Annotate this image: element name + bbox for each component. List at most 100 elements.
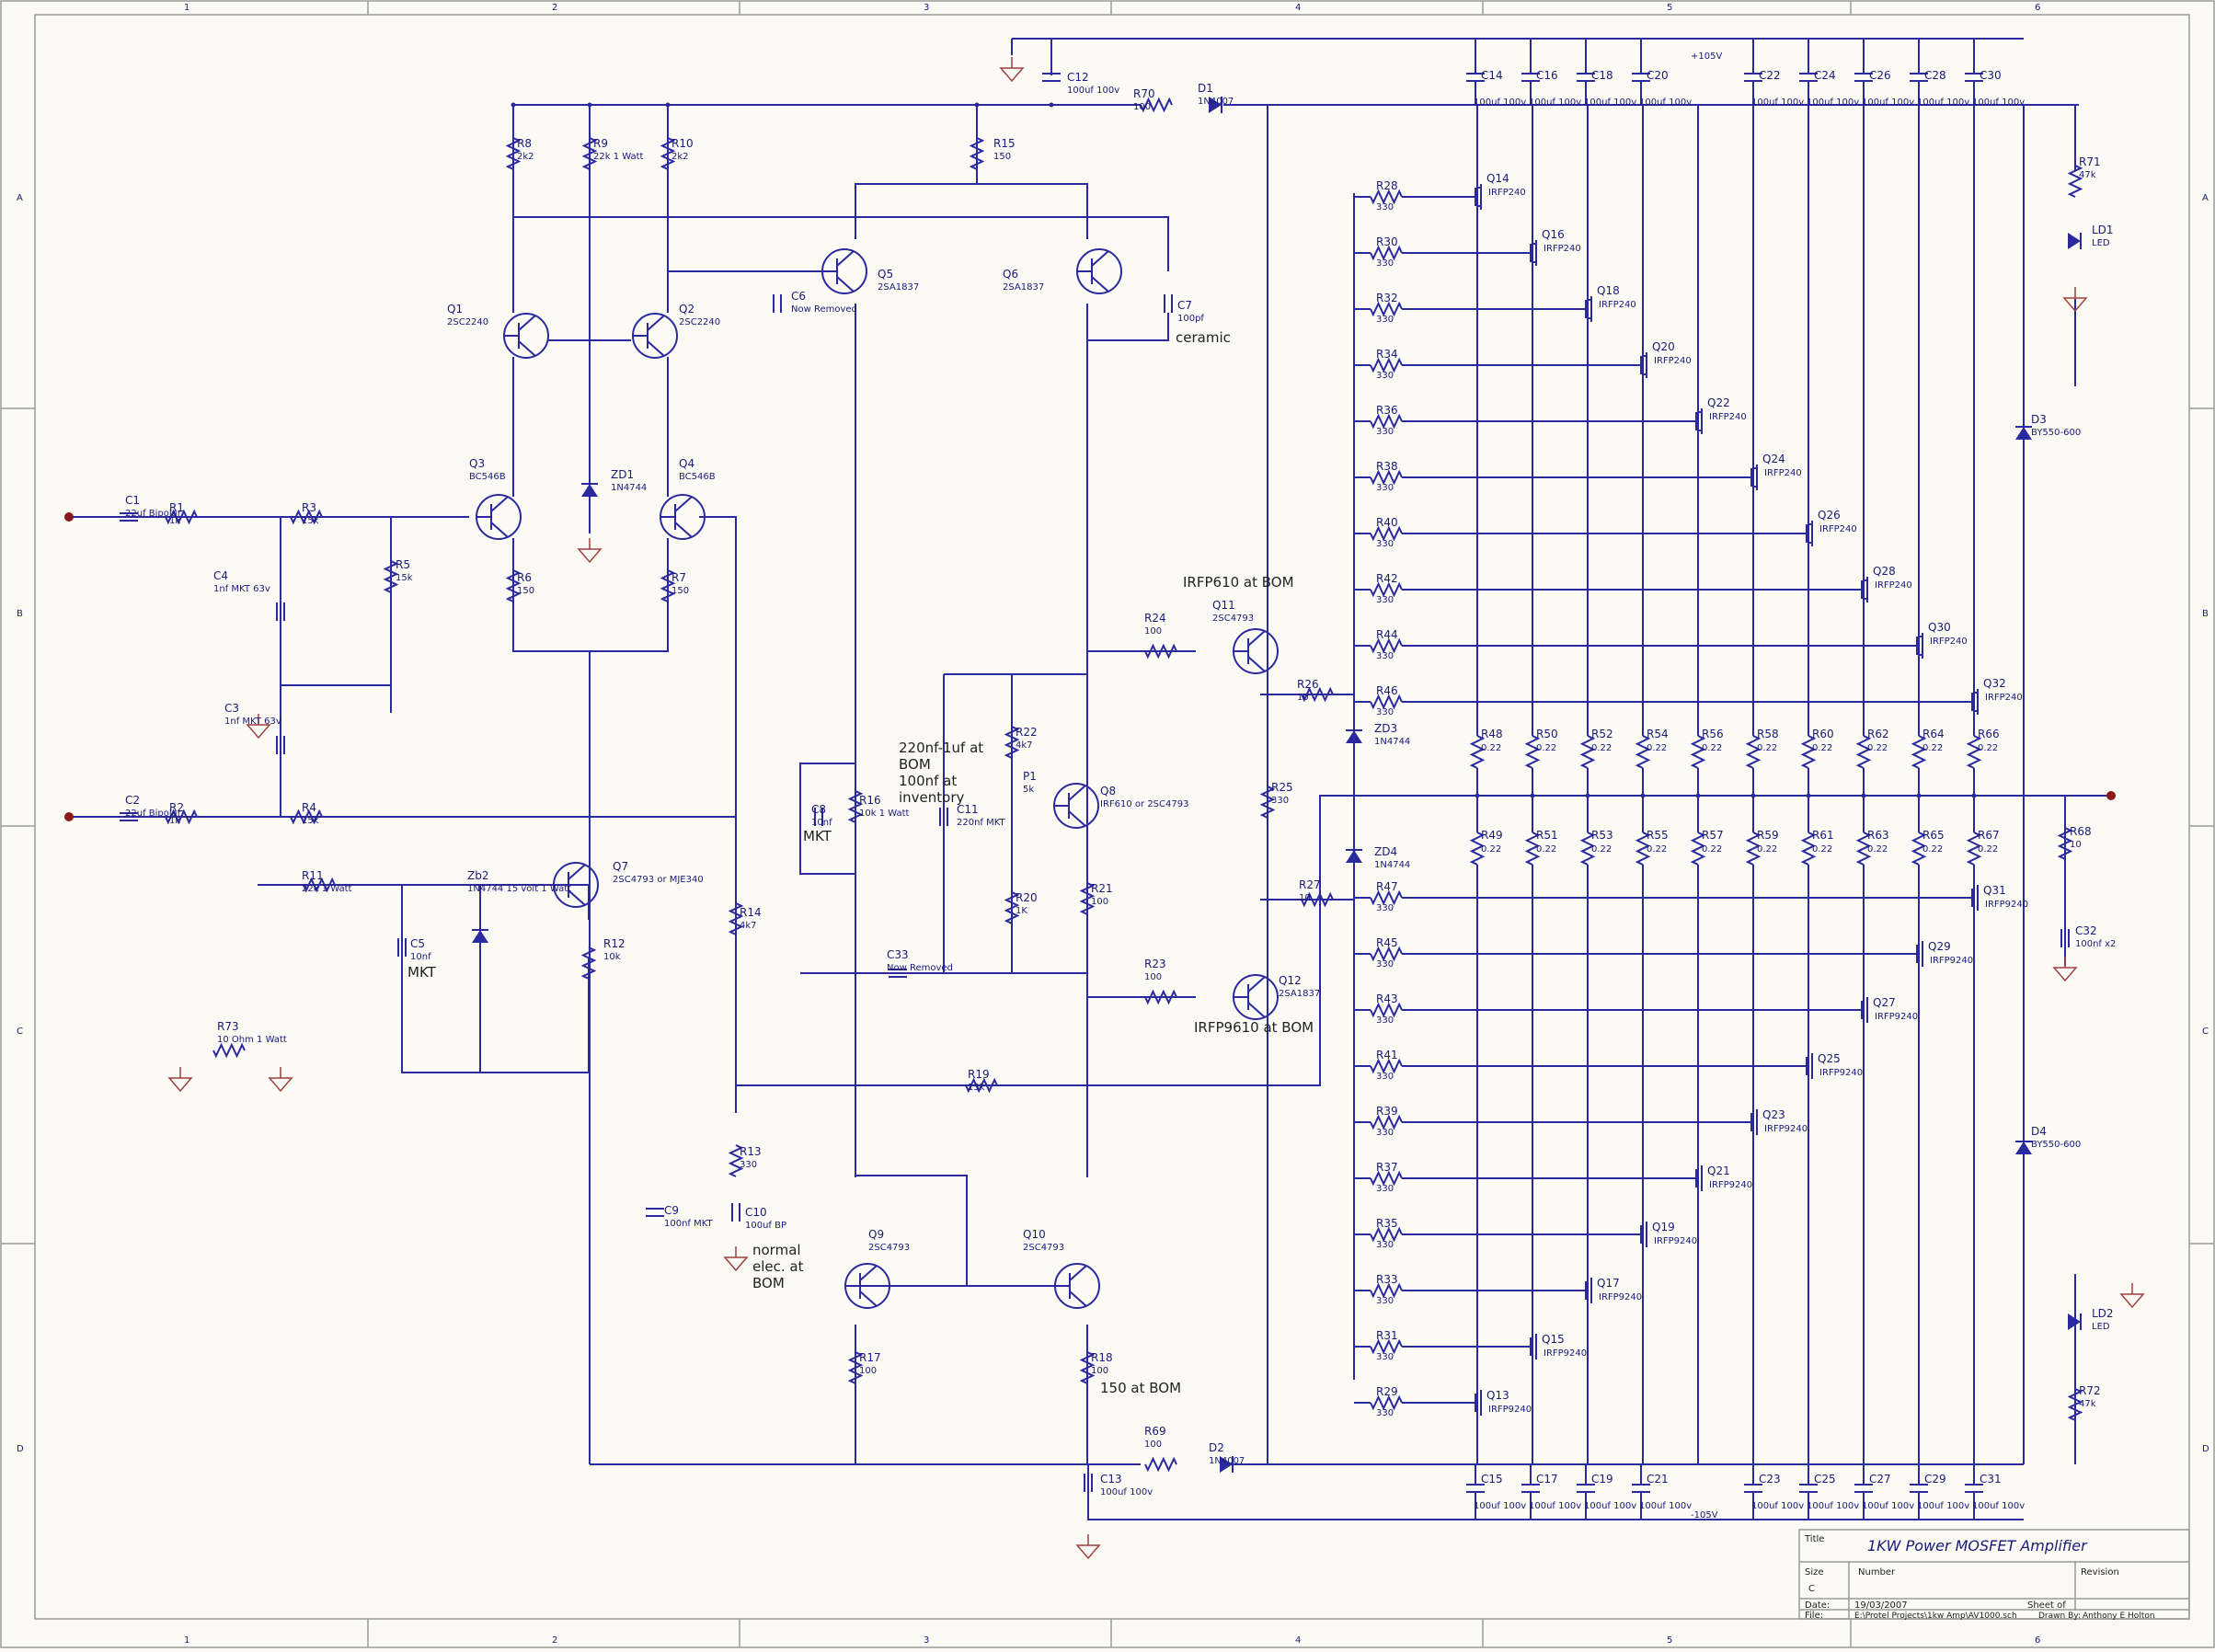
resistor-symbol bbox=[1079, 882, 1096, 915]
component-value-r26: 10 bbox=[1297, 693, 1309, 703]
source-resistor-value: 0.22 bbox=[1922, 844, 1943, 855]
mosfet-ref: Q31 bbox=[1983, 884, 2006, 897]
source-resistor-ref: R55 bbox=[1647, 829, 1669, 842]
resistor-symbol bbox=[1370, 637, 1403, 654]
note-r18-bom: 150 at BOM bbox=[1100, 1380, 1181, 1396]
component-ref-q3: Q3 bbox=[469, 457, 485, 470]
component-value-r19: 15k bbox=[968, 1083, 985, 1093]
mosfet-symbol bbox=[1402, 1165, 1703, 1191]
resistor-symbol bbox=[1370, 413, 1403, 430]
component-value-r4: 15k bbox=[302, 816, 319, 826]
source-resistor-value: 0.22 bbox=[1867, 743, 1888, 753]
resistor-symbol bbox=[165, 809, 198, 825]
source-resistor-ref: R58 bbox=[1757, 728, 1779, 740]
component-ref-r10: R10 bbox=[671, 137, 694, 150]
resistor-symbol bbox=[1079, 1351, 1096, 1384]
resistor-symbol bbox=[2057, 827, 2073, 860]
mosfet-type: IRFP240 bbox=[1875, 580, 1912, 591]
component-ref-q10: Q10 bbox=[1023, 1228, 1046, 1241]
resistor-symbol bbox=[1370, 1226, 1403, 1243]
resistor-symbol bbox=[1370, 469, 1403, 486]
component-ref-ld1: LD1 bbox=[2092, 224, 2114, 236]
resistor-symbol bbox=[1301, 686, 1334, 703]
mosfet-ref: Q30 bbox=[1928, 621, 1951, 634]
mosfet-symbol bbox=[1402, 577, 1868, 602]
resistor-symbol bbox=[1370, 946, 1403, 962]
note-irfp9610: IRFP9610 at BOM bbox=[1194, 1019, 1314, 1036]
capacitor-symbol bbox=[276, 602, 285, 621]
mosfet-ref: Q27 bbox=[1873, 996, 1896, 1009]
component-ref-c13: C13 bbox=[1100, 1473, 1122, 1486]
resistor-symbol bbox=[1370, 189, 1403, 205]
output-cap-symbol bbox=[1854, 39, 1873, 105]
mosfet-symbol bbox=[1402, 184, 1482, 210]
component-value-q10: 2SC4793 bbox=[1023, 1243, 1064, 1253]
component-ref-c4: C4 bbox=[213, 569, 228, 582]
mosfet-type: IRFP240 bbox=[1985, 693, 2023, 703]
component-ref-q9: Q9 bbox=[868, 1228, 884, 1241]
component-value-r9: 22k 1 Watt bbox=[593, 152, 644, 162]
gate-resistor-ref: R42 bbox=[1376, 572, 1398, 585]
component-value-r72: 47k bbox=[2079, 1399, 2096, 1409]
component-value-r11: 22k 1 Watt bbox=[302, 884, 352, 894]
component-value-c3: 1nf MKT 63v bbox=[224, 717, 281, 727]
gate-resistor-value: 330 bbox=[1376, 258, 1394, 269]
gate-resistor-value: 330 bbox=[1376, 483, 1394, 493]
note-c5-mkt: MKT bbox=[407, 964, 437, 981]
mosfet-symbol bbox=[1402, 633, 1923, 659]
component-value-c9: 100nf MKT bbox=[664, 1219, 714, 1229]
output-cap-symbol bbox=[1632, 39, 1650, 105]
title-block: Title 1KW Power MOSFET Amplifier Size C … bbox=[1798, 1529, 2190, 1621]
component-ref-r22: R22 bbox=[1016, 726, 1038, 739]
junction-dot bbox=[1049, 102, 1054, 108]
component-ref-d2: D2 bbox=[1209, 1441, 1224, 1454]
junction-dot bbox=[587, 102, 592, 108]
gate-resistor-value: 330 bbox=[1376, 651, 1394, 661]
resistor-symbol bbox=[383, 560, 399, 593]
border-row-label: C bbox=[17, 1027, 23, 1037]
resistor-symbol bbox=[1370, 301, 1403, 317]
component-ref-r6: R6 bbox=[517, 571, 532, 584]
component-value-r70: 100 bbox=[1133, 102, 1151, 112]
gate-resistor-ref: R32 bbox=[1376, 292, 1398, 304]
mosfet-ref: Q29 bbox=[1928, 940, 1951, 953]
output-cap-value: 100uf 100v bbox=[1862, 98, 1914, 108]
junction-dot bbox=[974, 102, 980, 108]
note-c11-line1: 220nf-1uf at bbox=[899, 740, 983, 756]
zener-symbol bbox=[581, 484, 598, 497]
junction-dot bbox=[2106, 791, 2116, 800]
output-cap-value: 100uf 100v bbox=[1474, 98, 1526, 108]
component-ref-r1: R1 bbox=[169, 501, 184, 514]
output-cap-ref: C15 bbox=[1481, 1473, 1503, 1486]
source-resistor-value: 0.22 bbox=[1757, 743, 1777, 753]
component-ref-r68: R68 bbox=[2070, 825, 2092, 838]
source-resistor-value: 0.22 bbox=[1481, 844, 1501, 855]
component-value-r8: 2k2 bbox=[517, 152, 534, 162]
gate-resistor-value: 330 bbox=[1376, 1296, 1394, 1306]
output-cap-value: 100uf 100v bbox=[1751, 1501, 1804, 1511]
gate-resistor-value: 330 bbox=[1376, 595, 1394, 605]
mosfet-symbol bbox=[1402, 941, 1923, 967]
mosfet-ref: Q25 bbox=[1818, 1052, 1841, 1065]
source-resistor-value: 0.22 bbox=[1647, 743, 1667, 753]
component-value-q1: 2SC2240 bbox=[447, 317, 488, 327]
component-value-r24: 100 bbox=[1144, 626, 1162, 637]
output-cap-value: 100uf 100v bbox=[1807, 98, 1859, 108]
output-cap-ref: C24 bbox=[1814, 69, 1836, 82]
gate-resistor-value: 330 bbox=[1376, 903, 1394, 913]
output-cap-ref: C23 bbox=[1759, 1473, 1781, 1486]
component-ref-r25: R25 bbox=[1271, 781, 1293, 794]
wire bbox=[281, 517, 392, 686]
output-cap-ref: C19 bbox=[1591, 1473, 1613, 1486]
note-ceramic: ceramic bbox=[1176, 329, 1231, 346]
tb-revision-label: Revision bbox=[2081, 1567, 2119, 1577]
component-ref-zd1: ZD1 bbox=[611, 468, 634, 481]
output-cap-symbol bbox=[1910, 39, 1928, 105]
gate-resistor-ref: R35 bbox=[1376, 1217, 1398, 1230]
resistor-symbol bbox=[1301, 891, 1334, 908]
component-value-ld2: LED bbox=[2092, 1322, 2110, 1332]
capacitor-symbol bbox=[773, 294, 782, 313]
wire bbox=[2064, 796, 2076, 1464]
component-value-r71: 47k bbox=[2079, 170, 2096, 180]
